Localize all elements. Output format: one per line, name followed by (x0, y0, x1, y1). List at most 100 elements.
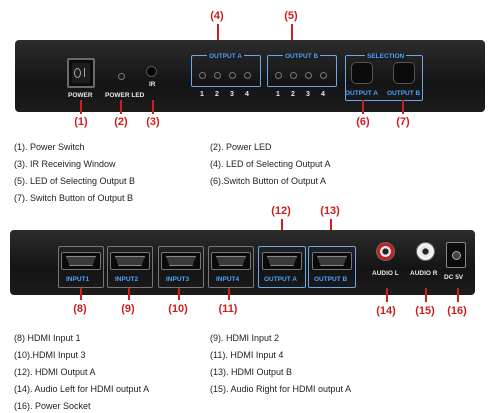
hdmi-input4-port[interactable] (211, 252, 251, 270)
callout-line-8 (80, 288, 82, 300)
hdmi-input3-port[interactable] (161, 252, 201, 270)
output-a-box (258, 246, 306, 288)
input3-box (158, 246, 204, 288)
legend-12: (12). HDMI Output A (14, 367, 96, 377)
legend-16: (16). Power Socket (14, 401, 91, 411)
hdmi-input1-socket (66, 256, 96, 266)
output-a-led-1 (199, 72, 206, 79)
legend-9: (9). HDMI Input 2 (210, 333, 280, 343)
callout-11: (11) (218, 303, 238, 315)
callout-16: (16) (447, 305, 467, 317)
hdmi-input2-port[interactable] (110, 252, 150, 270)
hdmi-input2-socket (115, 256, 145, 266)
output-a-led-num-4: 4 (245, 91, 249, 98)
hdmi-output-b-port[interactable] (312, 252, 352, 270)
hdmi-output-a-port[interactable] (262, 252, 302, 270)
callout-line-1 (80, 100, 82, 114)
output-b-led-num-1: 1 (276, 91, 280, 98)
callout-1: (1) (74, 116, 88, 128)
callout-9: (9) (121, 303, 135, 315)
dc-socket-hole (452, 251, 461, 260)
output-b-led-num-2: 2 (291, 91, 295, 98)
rocker-on-glyph (84, 68, 85, 77)
callout-4: (4) (210, 10, 224, 22)
sel-output-a-label: OUTPUT A (345, 90, 378, 97)
output-a-led-num-1: 1 (200, 91, 204, 98)
output-b-led-num-3: 3 (306, 91, 310, 98)
ir-window (146, 66, 157, 77)
legend-11: (11). HDMI Input 4 (210, 350, 284, 360)
power-switch-rocker (72, 63, 90, 83)
legend-6: (6).Switch Button of Output A (210, 176, 327, 186)
rocker-off-glyph (74, 68, 81, 78)
dc-label: DC 5V (444, 274, 464, 281)
legend-1: (1). Power Switch (14, 142, 85, 152)
callout-12: (12) (271, 205, 291, 217)
power-switch[interactable] (67, 58, 95, 88)
audio-l-label: AUDIO L (372, 270, 399, 277)
selection-label: SELECTION (365, 53, 407, 60)
callout-10: (10) (168, 303, 188, 315)
callout-line-16 (457, 288, 459, 302)
power-label: POWER (68, 92, 93, 99)
output-a-led-3 (229, 72, 236, 79)
output-a-led-4 (244, 72, 251, 79)
callout-13: (13) (320, 205, 340, 217)
output-a-led-num-3: 3 (230, 91, 234, 98)
select-output-a-button[interactable] (351, 62, 373, 84)
hdmi-input1-port[interactable] (61, 252, 101, 270)
output-b-led-3 (305, 72, 312, 79)
legend-14: (14). Audio Left for HDMI output A (14, 384, 150, 394)
power-led (118, 73, 125, 80)
input4-box (208, 246, 254, 288)
legend-10: (10).HDMI Input 3 (14, 350, 86, 360)
callout-line-3 (152, 100, 154, 114)
front-panel: POWER POWER LED IR OUTPUT A 1 2 3 4 OUTP… (15, 40, 485, 112)
legend-15: (15). Audio Right for HDMI output A (210, 384, 352, 394)
output-a-led-num-2: 2 (215, 91, 219, 98)
hdmi-output-b-socket (317, 256, 347, 266)
callout-line-9 (128, 288, 130, 300)
power-led-label: POWER LED (105, 92, 145, 99)
callout-5: (5) (284, 10, 298, 22)
ir-label: IR (149, 81, 156, 88)
output-b-label: OUTPUT B (314, 276, 348, 283)
legend-5: (5). LED of Selecting Output B (14, 176, 136, 186)
hdmi-input3-socket (166, 256, 196, 266)
callout-8: (8) (73, 303, 87, 315)
output-a-group-label: OUTPUT A (207, 53, 244, 60)
input3-label: INPUT3 (166, 276, 190, 283)
input1-label: INPUT1 (66, 276, 90, 283)
callout-line-10 (178, 288, 180, 300)
output-b-led-1 (275, 72, 282, 79)
hdmi-output-a-socket (267, 256, 297, 266)
input1-box (58, 246, 104, 288)
callout-3: (3) (146, 116, 160, 128)
hdmi-input4-socket (216, 256, 246, 266)
audio-left-jack[interactable] (376, 242, 395, 261)
callout-14: (14) (376, 305, 396, 317)
callout-15: (15) (415, 305, 435, 317)
callout-line-7 (402, 100, 404, 114)
audio-r-label: AUDIO R (410, 270, 438, 277)
callout-line-14 (386, 288, 388, 302)
rear-panel: INPUT1 INPUT2 INPUT3 INPUT4 OUTPUT A OUT… (10, 230, 475, 295)
legend-7: (7). Switch Button of Output B (14, 193, 134, 203)
dc-power-socket[interactable] (446, 242, 466, 268)
output-a-led-2 (214, 72, 221, 79)
output-b-led-num-4: 4 (321, 91, 325, 98)
input4-label: INPUT4 (216, 276, 240, 283)
select-output-b-button[interactable] (393, 62, 415, 84)
legend-8: (8) HDMI Input 1 (14, 333, 81, 343)
callout-7: (7) (396, 116, 410, 128)
callout-line-15 (425, 288, 427, 302)
legend-4: (4). LED of Selecting Output A (210, 159, 331, 169)
output-b-box (308, 246, 356, 288)
legend-3: (3). IR Receiving Window (14, 159, 116, 169)
output-b-led-2 (290, 72, 297, 79)
callout-2: (2) (114, 116, 128, 128)
input2-box (107, 246, 153, 288)
output-a-label: OUTPUT A (264, 276, 297, 283)
audio-right-jack[interactable] (416, 242, 435, 261)
legend-2: (2). Power LED (210, 142, 272, 152)
